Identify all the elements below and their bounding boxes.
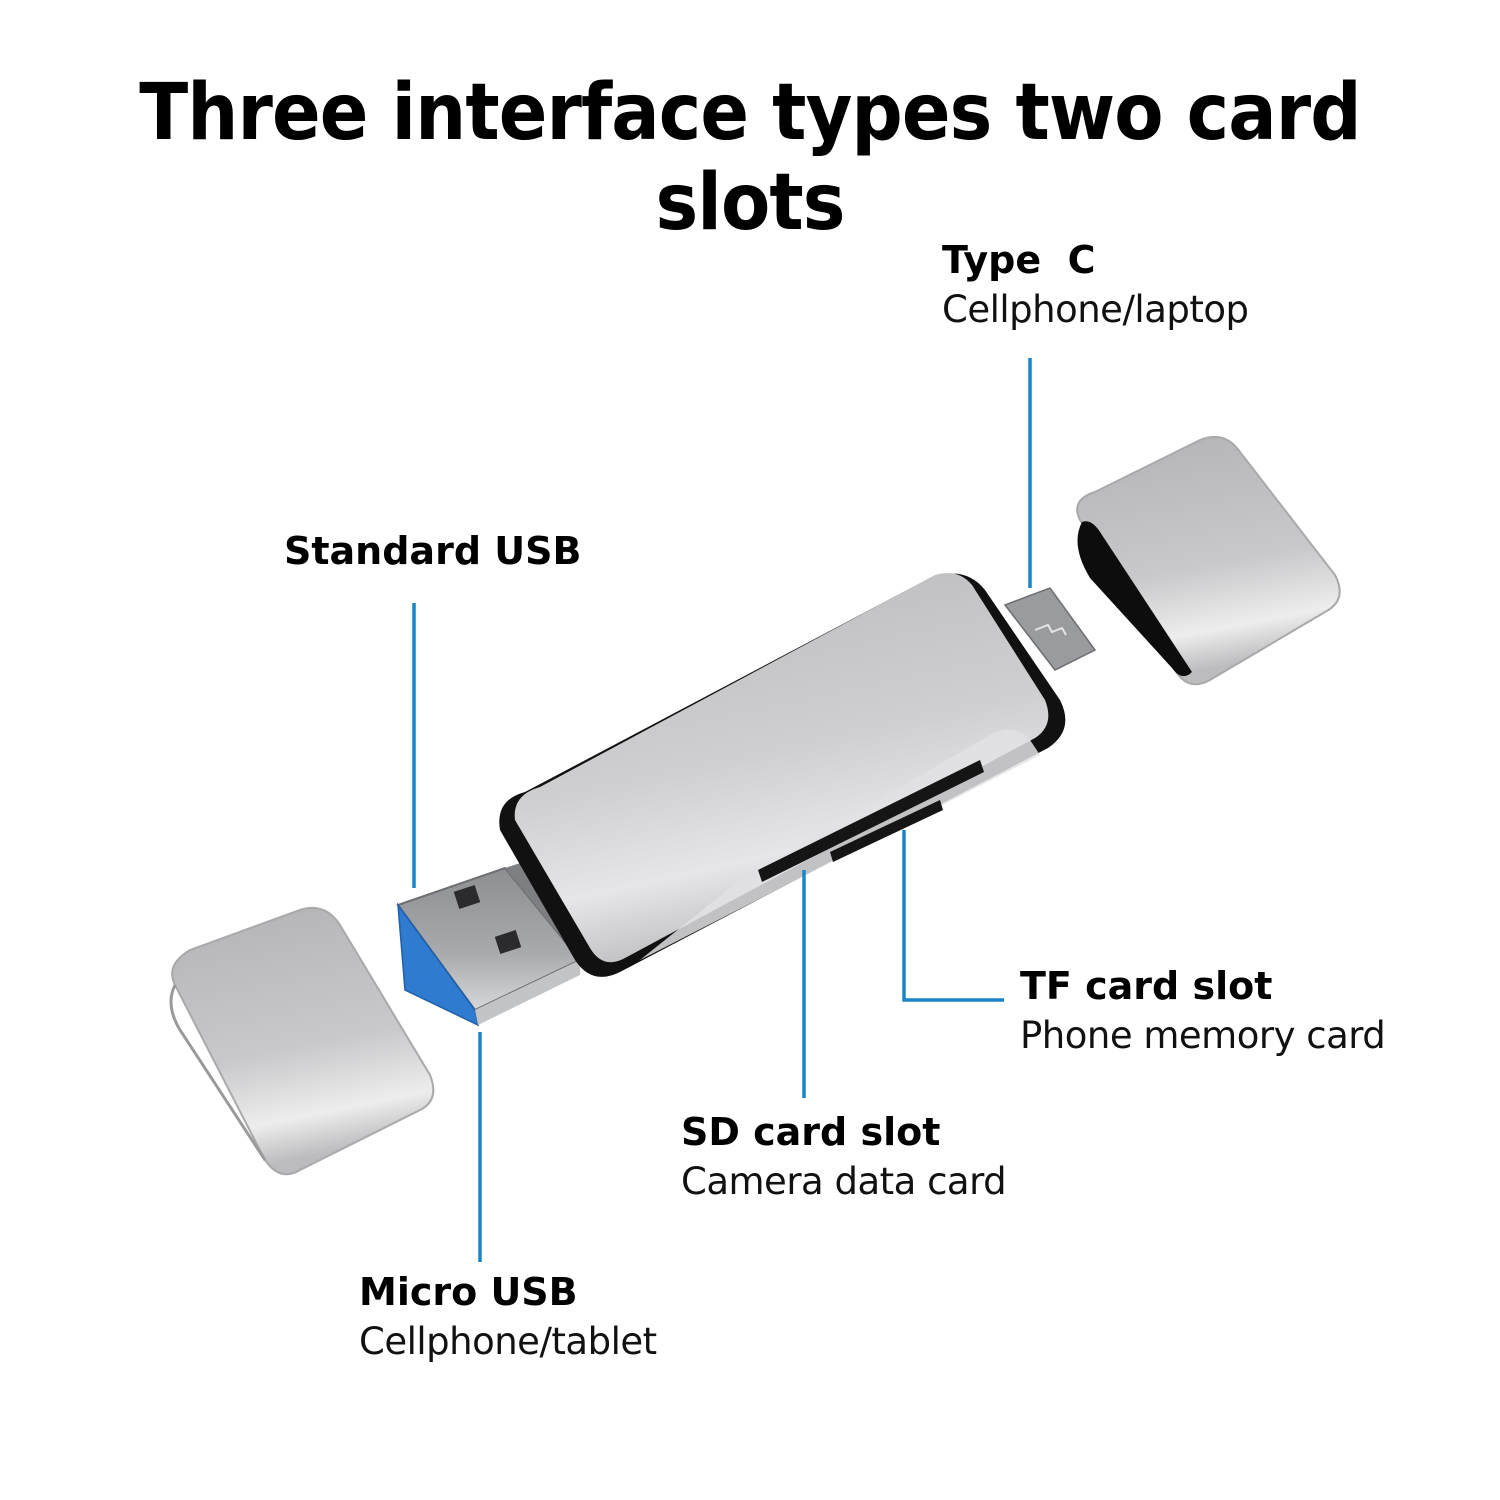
callout-standard-usb-title: Standard USB (284, 529, 582, 573)
page-title: Three interface types two card slots (139, 68, 1361, 248)
callout-tf-slot-desc: Phone memory card (1020, 1014, 1386, 1057)
callout-sd-slot-desc: Camera data card (681, 1160, 1007, 1203)
callout-sd-slot-title: SD card slot (681, 1110, 941, 1154)
sd-card-slot (758, 760, 984, 882)
callout-standard-usb: Standard USB (284, 527, 581, 575)
card-reader-body (499, 572, 1066, 977)
callout-type-c: Type C Cellphone/laptop (942, 236, 1249, 336)
type-c-plug (1003, 587, 1097, 671)
callout-micro-usb: Micro USB Cellphone/tablet (359, 1268, 657, 1368)
left-cap (169, 906, 435, 1176)
leader-line-tf-slot (902, 830, 1004, 1002)
right-cap (1076, 436, 1341, 686)
callout-sd-slot: SD card slot Camera data card (681, 1108, 1007, 1208)
callout-tf-slot-title: TF card slot (1020, 964, 1273, 1008)
callout-micro-usb-desc: Cellphone/tablet (359, 1320, 657, 1363)
callout-type-c-title: Type C (942, 238, 1096, 282)
callout-tf-slot: TF card slot Phone memory card (1020, 962, 1386, 1062)
callout-type-c-desc: Cellphone/laptop (942, 288, 1249, 331)
callout-micro-usb-title: Micro USB (359, 1270, 578, 1314)
tf-card-slot (830, 800, 943, 862)
